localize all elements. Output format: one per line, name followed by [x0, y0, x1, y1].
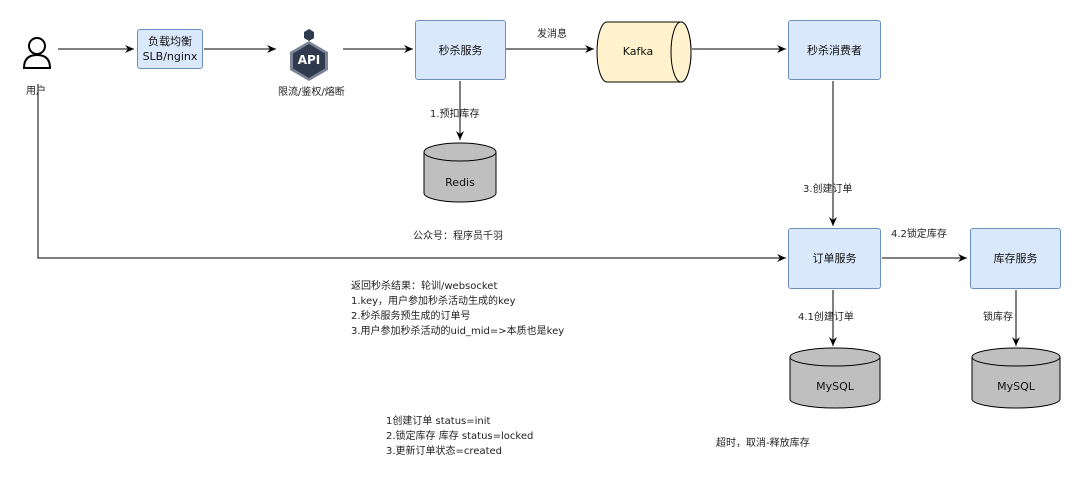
seckill-service-label: 秒杀服务 [438, 43, 483, 57]
inventory-mysql-db [971, 347, 1061, 409]
inventory-service-label: 库存服务 [993, 252, 1038, 265]
inventory-service-node: 库存服务 [970, 228, 1061, 289]
user-icon [22, 37, 52, 69]
load-balancer-sublabel: SLB/nginx [142, 50, 198, 63]
api-gateway-caption: 限流/鉴权/熔断 [278, 87, 345, 98]
result-note-line: 1.key，用户参加秒杀活动生成的key [351, 296, 516, 307]
wechat-note: 公众号：程序员千羽 [413, 231, 503, 242]
status-note-line: 1创建订单 status=init [386, 416, 491, 427]
result-note-line: 返回秒杀结果：轮训/websocket [351, 281, 498, 292]
user-label: 用户 [26, 86, 46, 97]
edge-label-pre-deduct: 1.预扣库存 [430, 109, 480, 120]
result-note-line: 2.秒杀服务预生成的订单号 [351, 311, 471, 322]
edge-label-create-order-db: 4.1创建订单 [798, 312, 854, 323]
edge-label-lock-stock: 锁库存 [983, 312, 1013, 323]
order-mysql-db [789, 347, 881, 409]
status-note: 1创建订单 status=init 2.锁定库存 库存 status=locke… [386, 414, 533, 459]
inventory-mysql-label: MySQL [997, 380, 1035, 393]
order-mysql-label: MySQL [816, 380, 854, 393]
edge-label-lock-inventory: 4.2锁定库存 [891, 229, 947, 240]
redis-db [423, 142, 497, 203]
edge-label-send-message: 发消息 [537, 29, 567, 40]
arrow-user-to-order [37, 84, 786, 262]
seckill-consumer-node: 秒杀消费者 [788, 20, 881, 80]
api-gateway-icon [290, 29, 328, 81]
kafka-label: Kafka [622, 45, 654, 58]
result-note-line: 3.用户参加秒杀活动的uid_mid=>本质也是key [351, 326, 565, 337]
seckill-service-node: 秒杀服务 [415, 20, 506, 80]
load-balancer-node: 负载均衡 SLB/nginx [137, 29, 203, 69]
load-balancer-label: 负载均衡 [148, 35, 192, 48]
seckill-consumer-label: 秒杀消费者 [807, 43, 862, 57]
redis-label: Redis [445, 176, 475, 189]
status-note-line: 2.锁定库存 库存 status=locked [386, 431, 534, 442]
edge-label-create-order: 3.创建订单 [803, 184, 853, 195]
timeout-note: 超时，取消-释放库存 [716, 438, 810, 449]
order-service-node: 订单服务 [788, 228, 881, 289]
status-note-line: 3.更新订单状态=created [386, 446, 503, 457]
order-service-label: 订单服务 [812, 252, 857, 265]
api-badge-text: API [297, 53, 321, 67]
result-note: 返回秒杀结果：轮训/websocket 1.key，用户参加秒杀活动生成的key… [351, 279, 564, 339]
kafka-queue [596, 21, 692, 83]
